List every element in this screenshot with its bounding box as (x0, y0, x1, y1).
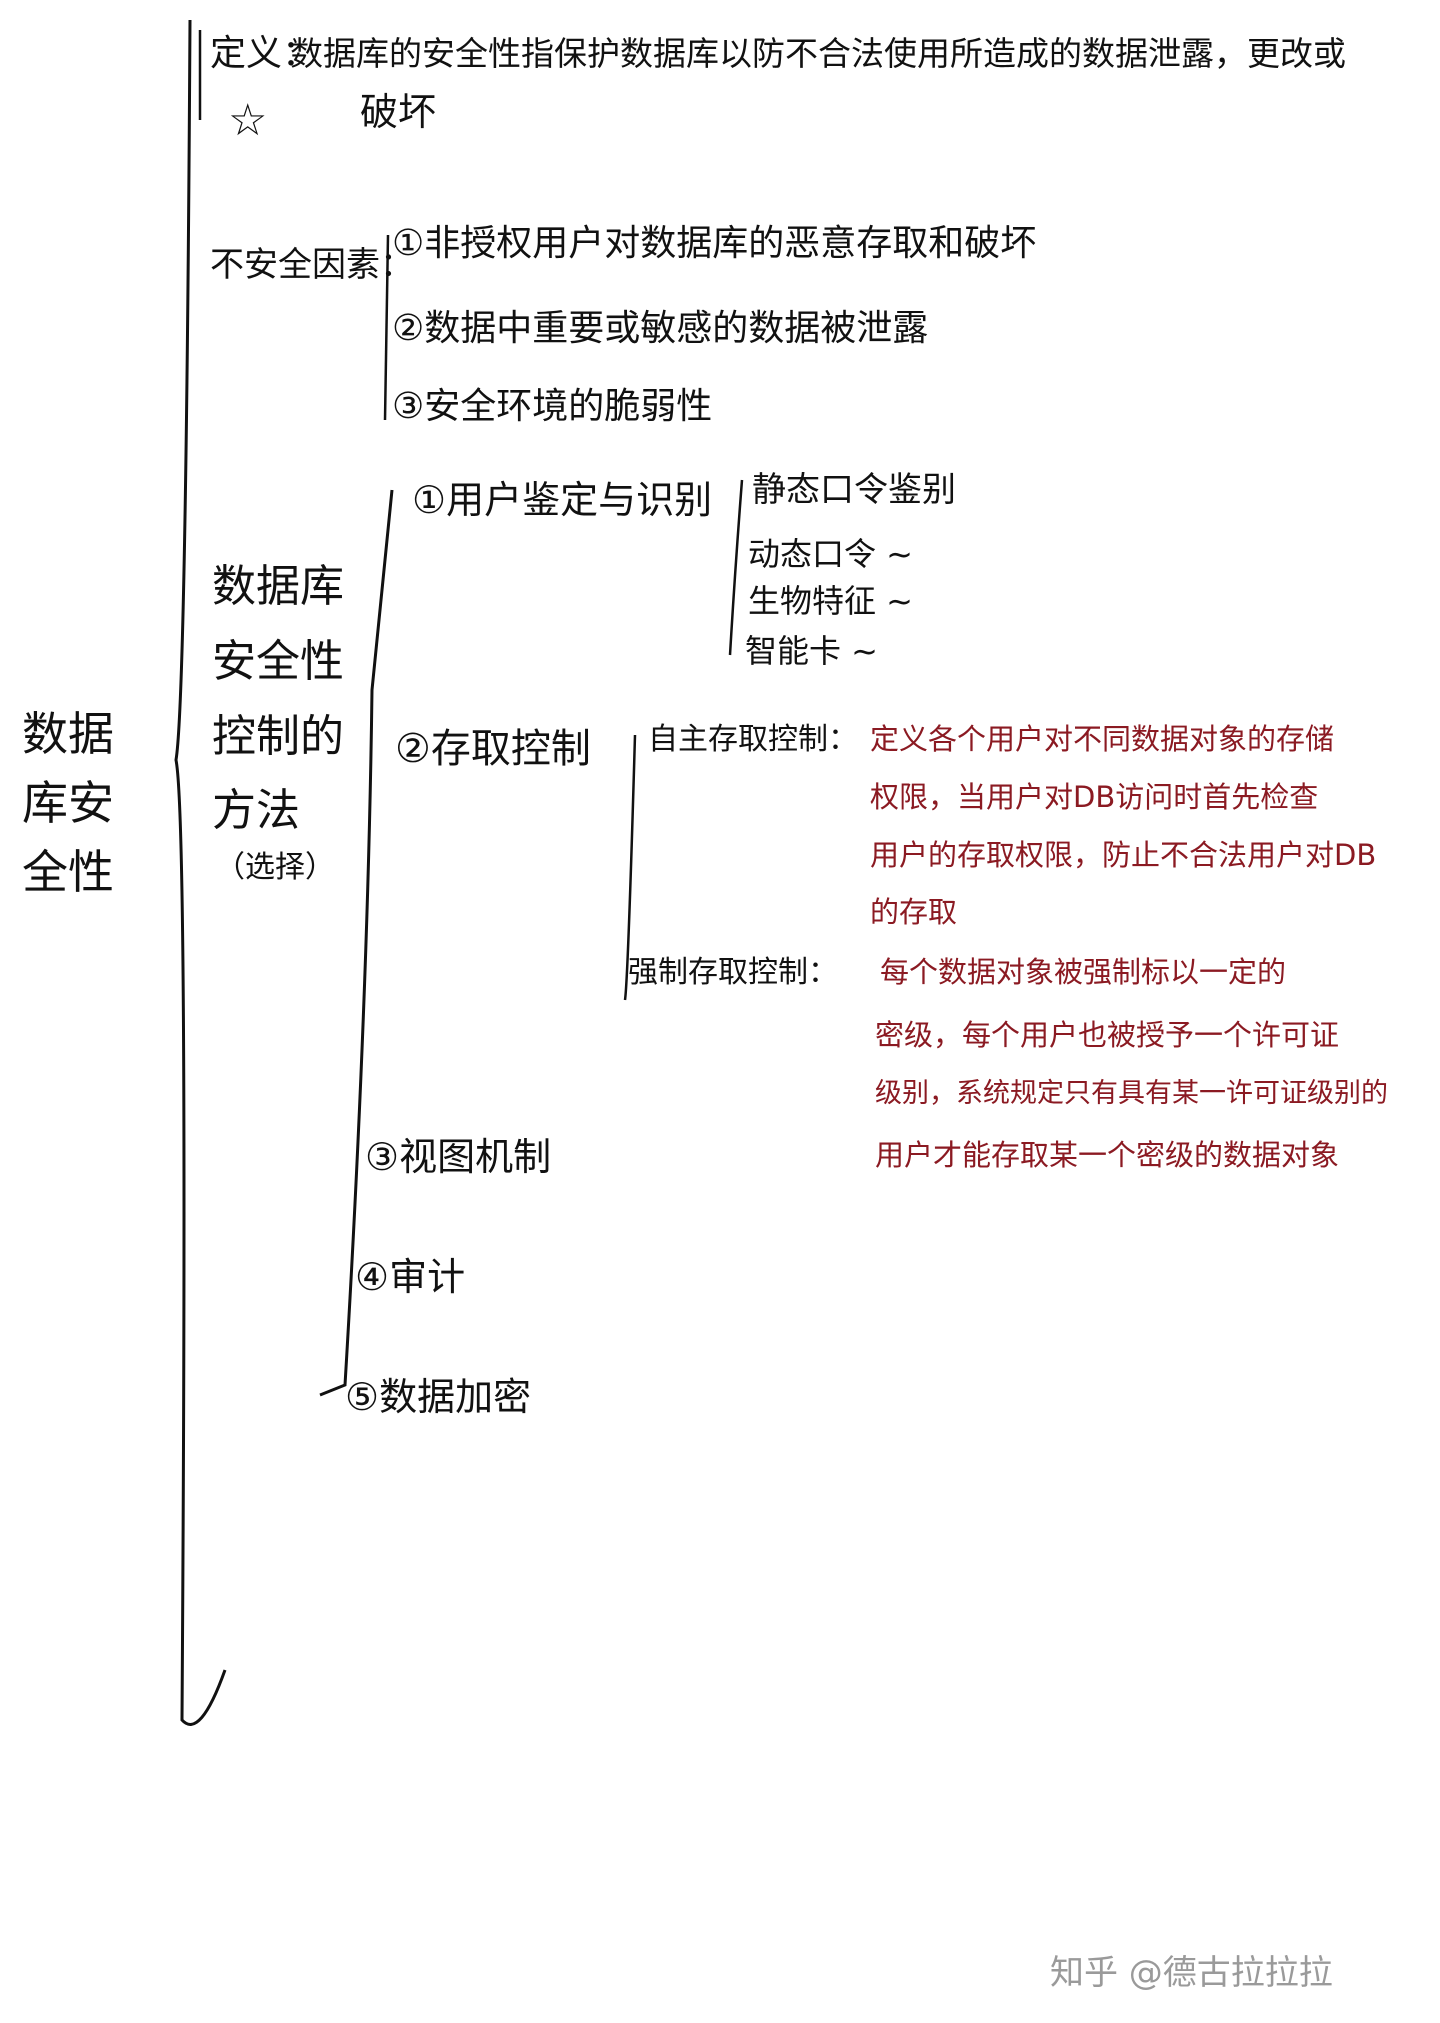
dac-text: 用户的存取权限，防止不合法用户对DB (870, 838, 1377, 872)
insecurity-item: ③安全环境的脆弱性 (392, 386, 713, 427)
mac-text: 密级，每个用户也被授予一个许可证 (875, 1018, 1340, 1052)
auth-bracket (728, 479, 744, 656)
auth-item: 动态口令 ~ (748, 535, 913, 573)
mac-text: 用户才能存取某一个密级的数据对象 (875, 1138, 1340, 1172)
mac-text: 每个数据对象被强制标以一定的 (880, 955, 1287, 989)
definition-label: 定义： (210, 33, 319, 74)
access-bracket (623, 734, 637, 1001)
auth-item: 智能卡 ~ (745, 632, 878, 670)
method-encryption: ⑤数据加密 (345, 1375, 532, 1419)
auth-item: 生物特征 ~ (748, 582, 913, 620)
watermark: 知乎 @德古拉拉拉 (1050, 1953, 1333, 1993)
method-access: ②存取控制 (395, 726, 591, 772)
method-audit: ④审计 (355, 1255, 466, 1299)
insecurity-item: ①非授权用户对数据库的恶意存取和破坏 (392, 223, 1037, 264)
mac-label: 强制存取控制： (628, 955, 838, 990)
dac-label: 自主存取控制： (648, 722, 858, 757)
insecurity-item: ②数据中重要或敏感的数据被泄露 (392, 308, 929, 349)
root-node: 数据库安全性 (22, 707, 114, 899)
definition-text-cont: 破坏 (360, 90, 437, 134)
mac-text: 级别，系统规定只有具有某一许可证级别的 (875, 1078, 1388, 1109)
insecurity-label: 不安全因素： (210, 245, 414, 285)
dac-text: 的存取 (870, 895, 958, 929)
insecurity-bracket (383, 234, 390, 421)
method-auth: ①用户鉴定与识别 (412, 478, 713, 522)
methods-label: 数据库 安全性 控制的 方法 (212, 561, 344, 837)
dac-text: 权限，当用户对DB访问时首先检查 (870, 780, 1319, 814)
methods-bracket (319, 489, 394, 1397)
main-bracket (174, 19, 227, 1726)
star-icon: ☆ (228, 95, 268, 146)
methods-note: （选择） (215, 850, 335, 885)
auth-item: 静态口令鉴别 (752, 470, 956, 510)
method-view: ③视图机制 (365, 1135, 552, 1179)
definition-text: 数据库的安全性指保护数据库以防不合法使用所造成的数据泄露，更改或 (290, 34, 1346, 73)
dac-text: 定义各个用户对不同数据对象的存储 (870, 722, 1335, 756)
